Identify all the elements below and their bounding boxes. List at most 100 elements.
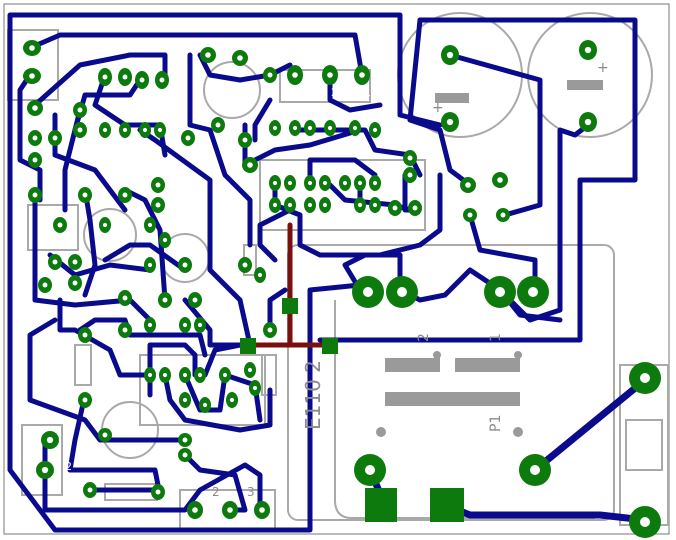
pad-drill <box>287 202 293 208</box>
pad-drill <box>122 295 128 301</box>
pad-drill <box>147 372 153 378</box>
label-layer: 3 2 1 1 2 2 3 E110 2 P1 2 1 <box>65 86 504 499</box>
pad-drill <box>29 73 35 79</box>
pad-drill <box>162 237 168 243</box>
trace-cap-to-bridge <box>447 52 543 218</box>
trace-center-diag <box>137 127 253 348</box>
trace-mid-8 <box>182 297 243 348</box>
pad-drill <box>446 51 454 59</box>
pad-drill <box>102 127 108 133</box>
pad-drill <box>82 397 88 403</box>
pad-drill <box>72 280 78 286</box>
pad-drill <box>412 205 418 211</box>
pad-drill <box>584 46 592 54</box>
trace-left-mid <box>32 187 153 323</box>
trace-center-vert <box>187 52 253 248</box>
pad-large-drill <box>530 465 540 475</box>
trace-pot2 <box>67 392 163 498</box>
trace-ic-left <box>257 207 293 263</box>
pad-drill <box>52 135 58 141</box>
pad-drill <box>182 452 188 458</box>
trace-header-top <box>27 32 365 78</box>
small-block-outline <box>27 204 79 251</box>
pad-drill <box>147 322 153 328</box>
bottom-pin-label-2: 2 <box>212 485 220 499</box>
pad-drill <box>267 72 273 78</box>
pad-drill <box>87 487 93 493</box>
pad-drill <box>52 259 58 265</box>
trace-header-right <box>32 52 168 108</box>
pad-drill <box>287 180 293 186</box>
pad-large-drill <box>640 517 650 527</box>
trace-ic2-2 <box>162 372 273 433</box>
pad-drill <box>357 180 363 186</box>
pot-pin-label-2: 2 <box>331 86 338 99</box>
pad-drill <box>322 180 328 186</box>
silkscreen-layer <box>7 12 669 531</box>
pad-drill <box>467 212 473 218</box>
pad-drill <box>139 77 145 83</box>
pad-drill <box>122 74 128 80</box>
jumper-layer <box>242 222 333 348</box>
relay-coil-block <box>385 392 520 406</box>
pad-relay-square-1 <box>365 488 397 522</box>
pad-jumper-mid <box>282 298 298 314</box>
pot-pin-label-1: 1 <box>364 86 371 99</box>
relay-mark-dot-3 <box>433 351 441 359</box>
pad-drill <box>372 127 378 133</box>
trace-bottom-2 <box>182 452 248 513</box>
pad-large-drill <box>397 287 407 297</box>
pad-jumper-end-1 <box>240 338 256 354</box>
relay-markings <box>376 351 523 437</box>
pad-drill <box>352 125 358 131</box>
pad-drill <box>215 122 221 128</box>
trace-header-left <box>17 72 43 203</box>
pad-drill <box>102 432 108 438</box>
trace-mid-7 <box>27 317 188 443</box>
trace-right-perimeter <box>317 17 638 343</box>
pad-drill <box>197 322 203 328</box>
pad-drill <box>72 259 78 265</box>
trace-ic-mid <box>307 157 378 188</box>
pad-drill <box>142 127 148 133</box>
pad-drill <box>185 135 191 141</box>
pad-drill <box>307 202 313 208</box>
pad-drill <box>82 192 88 198</box>
pad-drill <box>155 182 161 188</box>
pad-drill <box>182 262 188 268</box>
relay-mark-dot-2 <box>513 427 523 437</box>
pad-drill <box>192 297 198 303</box>
pad-drill <box>32 105 38 111</box>
trace-ic2-1 <box>147 342 198 378</box>
pad-drill <box>182 437 188 443</box>
pad-drill <box>322 202 328 208</box>
relay-pin-label-2: 2 <box>416 333 432 342</box>
pad-drill <box>162 297 168 303</box>
pad-drill <box>307 180 313 186</box>
trace-fuse-diag <box>531 376 649 474</box>
pad-drill <box>122 327 128 333</box>
pad-drill <box>46 436 54 444</box>
pad-drill <box>32 135 38 141</box>
pad-drill <box>32 192 38 198</box>
trace-ic-top-2 <box>292 127 423 178</box>
pad-drill <box>122 127 128 133</box>
trimmer-pot-2-outline <box>101 401 159 459</box>
pad-drill <box>372 202 378 208</box>
pad-drill <box>102 74 108 80</box>
pad-drill <box>237 55 243 61</box>
pad-drill <box>359 72 365 78</box>
relay-label: E110 2 <box>301 360 325 430</box>
pad-drill <box>392 205 398 211</box>
board-outline <box>3 3 670 535</box>
trace-mid-3 <box>122 187 168 303</box>
pad-drill <box>227 507 233 513</box>
fuse-body-outline <box>625 419 663 471</box>
pad-drill <box>205 52 211 58</box>
fuse-label: P1 <box>488 415 504 432</box>
trace-ic-bottom <box>272 172 443 258</box>
pad-large-drill <box>495 287 505 297</box>
pad-drill <box>497 177 503 183</box>
cap-left-plus: + <box>432 100 444 116</box>
